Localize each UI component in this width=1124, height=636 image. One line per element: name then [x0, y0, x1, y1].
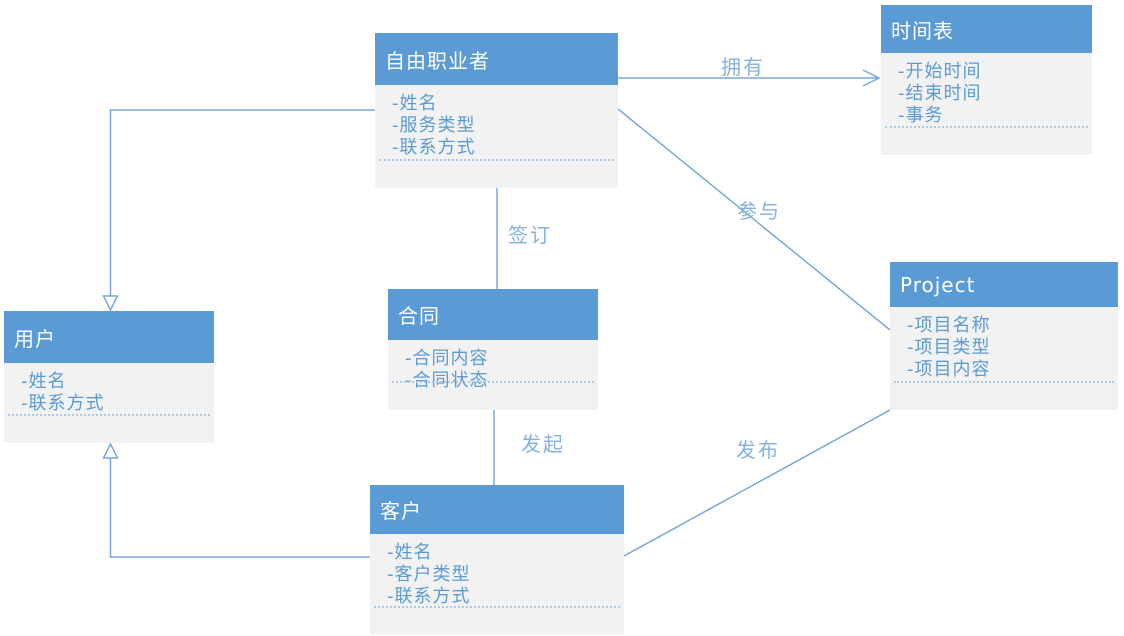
entity-project-title: Project: [900, 272, 976, 297]
attribute: -服务类型: [392, 115, 476, 136]
attribute-separator: [392, 381, 594, 383]
entity-user-header: 用户: [4, 311, 214, 363]
entity-project-header: Project: [890, 262, 1118, 307]
hollow-triangle-arrowhead-icon: [102, 295, 119, 312]
attribute: -姓名: [21, 371, 67, 392]
entity-customer-body: -姓名 -客户类型 -联系方式: [370, 534, 624, 635]
relationship-label-participate: 参与: [737, 199, 781, 223]
relationship-label-own: 拥有: [721, 55, 765, 79]
attribute: -姓名: [392, 93, 438, 114]
attribute: -合同内容: [405, 348, 489, 369]
entity-freelancer-title: 自由职业者: [385, 48, 490, 73]
entity-timetable[interactable]: 时间表 -开始时间 -结束时间 -事务: [881, 5, 1092, 155]
attribute: -客户类型: [387, 564, 471, 585]
entity-timetable-header: 时间表: [881, 5, 1092, 53]
entity-timetable-title: 时间表: [891, 18, 954, 43]
entity-contract-header: 合同: [388, 289, 598, 340]
attribute-separator: [894, 381, 1114, 383]
entity-contract-title: 合同: [398, 304, 440, 328]
attribute: -项目内容: [907, 359, 991, 380]
attribute: -姓名: [387, 542, 433, 563]
entity-customer[interactable]: 客户 -姓名 -客户类型 -联系方式: [370, 485, 624, 635]
entity-freelancer-body: -姓名 -服务类型 -联系方式: [375, 85, 618, 188]
customer-user-generalization-line[interactable]: [109, 458, 371, 558]
relationship-label-initiate: 发起: [521, 432, 565, 456]
attribute: -合同状态: [405, 370, 489, 391]
relationship-label-publish: 发布: [736, 438, 780, 462]
attribute-separator: [8, 414, 210, 416]
entity-customer-header: 客户: [370, 485, 624, 534]
entity-user-body: -姓名 -联系方式: [4, 363, 214, 443]
entity-user-title: 用户: [14, 326, 56, 351]
entity-contract-body: -合同内容 -合同状态: [388, 340, 598, 410]
attribute: -开始时间: [898, 61, 982, 82]
attribute-separator: [374, 606, 620, 608]
attribute: -联系方式: [392, 137, 476, 158]
entity-timetable-body: -开始时间 -结束时间 -事务: [881, 53, 1092, 155]
attribute-separator: [379, 159, 614, 161]
attribute: -联系方式: [387, 586, 471, 607]
attribute-separator: [885, 126, 1088, 128]
attribute: -项目名称: [907, 315, 991, 336]
freelancer-user-generalization-line[interactable]: [109, 109, 376, 296]
entity-freelancer-header: 自由职业者: [375, 33, 618, 85]
entity-project[interactable]: Project -项目名称 -项目类型 -项目内容: [890, 262, 1118, 410]
entity-freelancer[interactable]: 自由职业者 -姓名 -服务类型 -联系方式: [375, 33, 618, 188]
relationship-label-sign: 签订: [508, 223, 552, 247]
attribute: -事务: [898, 105, 944, 126]
entity-user[interactable]: 用户 -姓名 -联系方式: [4, 311, 214, 443]
attribute: -项目类型: [907, 337, 991, 358]
attribute: -结束时间: [898, 83, 982, 104]
entity-customer-title: 客户: [380, 499, 422, 523]
participate-connector-line[interactable]: [617, 108, 891, 331]
attribute: -联系方式: [21, 393, 105, 414]
entity-project-body: -项目名称 -项目类型 -项目内容: [890, 307, 1118, 410]
own-open-arrowhead-icon: [862, 69, 881, 87]
hollow-triangle-arrowhead-icon: [102, 442, 119, 459]
publish-connector-line[interactable]: [623, 409, 891, 557]
entity-contract[interactable]: 合同 -合同内容 -合同状态: [388, 289, 598, 410]
